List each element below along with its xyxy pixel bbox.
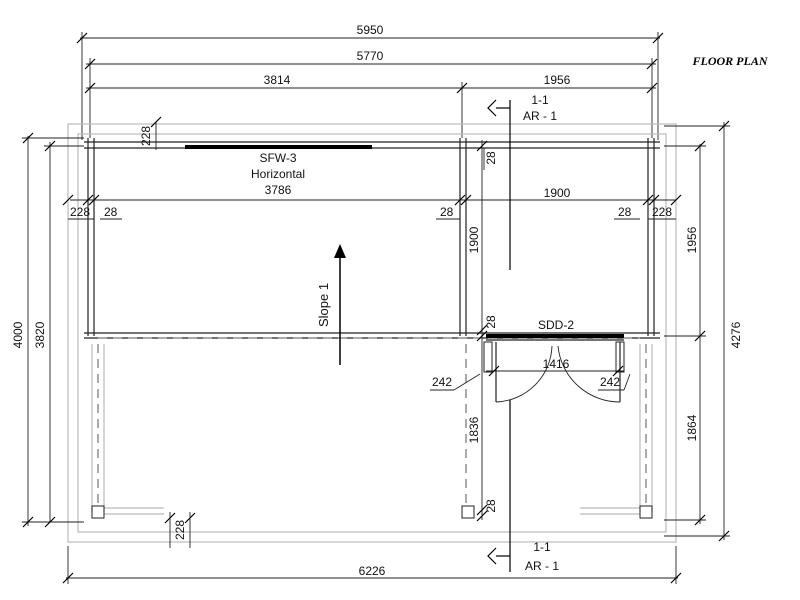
door-sdd-2: SDD-2 1416 242 242 <box>430 318 631 403</box>
dim-wall-228-left: 228 <box>70 205 90 219</box>
right-dimension-chain: 4276 1956 1864 <box>664 120 743 542</box>
arrow-up-icon <box>334 244 346 258</box>
window-orientation: Horizontal <box>251 167 305 181</box>
section-marker-bottom: 1-1 AR - 1 <box>487 400 559 573</box>
base-outline <box>67 123 677 543</box>
dim-mid-upper-height: 1900 <box>467 226 481 253</box>
slope-label: Slope 1 <box>316 283 331 327</box>
inner-width-dimensions: 1900 228 28 28 28 228 <box>62 186 682 220</box>
dim-left-height-inner: 3820 <box>33 321 47 348</box>
top-wall-thickness: 228 <box>139 116 162 150</box>
window-code: SFW-3 <box>259 151 296 165</box>
dim-wall-28-mid: 28 <box>440 205 454 219</box>
window-sfw-3: SFW-3 Horizontal 3786 <box>185 145 372 197</box>
dim-wall-28-door: 28 <box>484 315 498 329</box>
section-arrow-left-icon <box>487 99 497 117</box>
dim-right-room-width-inner: 1900 <box>544 186 571 200</box>
bottom-dimension-chain: 228 6226 <box>62 512 682 584</box>
middle-dimension-chain: 28 1900 28 1836 28 <box>467 140 498 522</box>
dim-wall-28-right: 28 <box>618 205 632 219</box>
left-dimension-chain: 4000 3820 <box>11 132 84 528</box>
section-top-ref: AR - 1 <box>523 109 557 123</box>
section-bottom-ref: AR - 1 <box>525 559 559 573</box>
dim-wall-28-mid-top: 28 <box>484 151 498 165</box>
dim-mid-lower-height: 1836 <box>467 416 481 443</box>
dim-door-offset-right: 242 <box>600 375 620 389</box>
top-dimension-chain: 5950 5770 3814 1956 <box>76 23 664 140</box>
dim-wall-228-right: 228 <box>652 205 672 219</box>
dim-left-height-outer: 4000 <box>11 321 25 348</box>
section-arrow-left-icon <box>487 547 497 565</box>
dim-right-height-outer: 4276 <box>729 321 743 348</box>
dim-door-offset-left: 242 <box>432 375 452 389</box>
dim-door-width: 1416 <box>543 357 570 371</box>
dim-wall-228-top: 228 <box>139 126 153 146</box>
drawing-title: FLOOR PLAN <box>692 54 769 68</box>
door-code: SDD-2 <box>538 318 574 332</box>
dim-right-lower-height: 1864 <box>685 414 699 441</box>
dim-right-upper-height: 1956 <box>685 226 699 253</box>
dim-overall-width-bottom: 6226 <box>359 564 386 578</box>
section-marker-top: 1-1 AR - 1 <box>487 93 557 270</box>
dim-left-room-width: 3814 <box>264 73 291 87</box>
dim-overall-width-top: 5950 <box>357 23 384 37</box>
dim-wall-28-left: 28 <box>104 205 118 219</box>
dim-right-room-width-top: 1956 <box>544 73 571 87</box>
dim-wall-228-bottom: 228 <box>173 520 187 540</box>
dim-wall-28-bottom: 28 <box>484 499 498 513</box>
dim-inner-width-top: 5770 <box>357 49 384 63</box>
section-top-id: 1-1 <box>531 93 549 107</box>
section-bottom-id: 1-1 <box>533 540 551 554</box>
walls <box>84 138 660 519</box>
slope-indicator: Slope 1 <box>316 244 346 365</box>
dim-window-span: 3786 <box>265 183 292 197</box>
